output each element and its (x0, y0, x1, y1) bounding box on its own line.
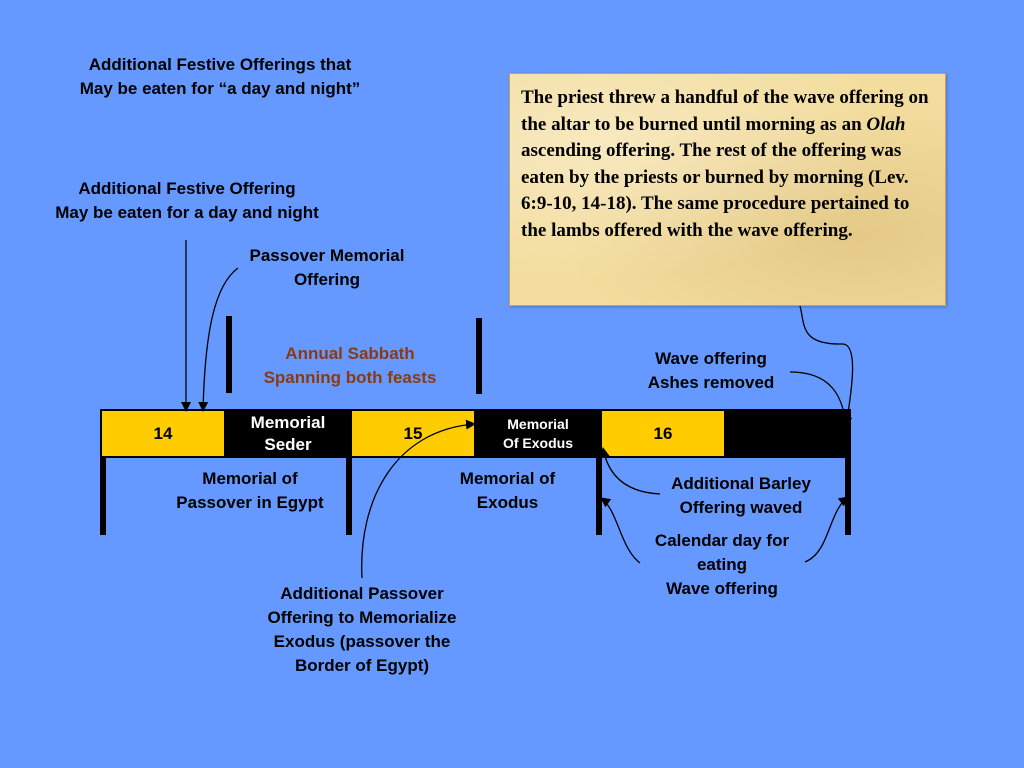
sabbath-left-bar (226, 316, 232, 393)
day-15-label: 15 (403, 423, 423, 443)
day-16-cell: 16 (600, 409, 726, 458)
day-14-label: 14 (153, 423, 173, 443)
additional-barley-label: Additional Barley Offering waved (671, 474, 811, 517)
memorial-seder-label: Memorial Seder (250, 412, 326, 454)
sabbath-right-bar (476, 318, 482, 394)
wave-offering-arrow (789, 371, 851, 427)
note-text-end: ascending offering. The rest of the offe… (521, 140, 910, 241)
calendar-day-label: Calendar day for eating Wave offering (654, 531, 790, 598)
note-text-olah: Olah (866, 113, 906, 135)
day-16-label: 16 (653, 423, 673, 443)
calendar-day-left-arrow (600, 497, 641, 564)
passover-memorial-offering-label: Passover Memorial Offering (249, 246, 405, 289)
passover-memorial-arrow (198, 267, 239, 412)
festive-offering-label: Additional Festive Offering May be eaten… (55, 179, 319, 222)
annual-sabbath-label: Annual Sabbath Spanning both feasts (263, 344, 437, 387)
divider-bar-3 (596, 458, 602, 535)
wave-offering-ashes-label: Wave offering Ashes removed (647, 349, 775, 392)
priest-note-box: The priest threw a handful of the wave o… (509, 73, 946, 306)
divider-bar-2 (346, 458, 352, 535)
memorial-seder-cell: Memorial Seder (225, 409, 351, 458)
barley-offering-arrow (599, 447, 661, 495)
memorial-exodus-label: Memorial of Exodus (459, 469, 556, 512)
note-text-start: The priest threw a handful of the wave o… (521, 87, 929, 135)
festive-offerings-day-night-label: Additional Festive Offerings that May be… (79, 55, 361, 98)
note-to-ashes-arrow (799, 305, 854, 427)
additional-passover-arrow (361, 419, 476, 579)
day-14-cell: 14 (100, 409, 226, 458)
additional-passover-label: Additional Passover Offering to Memorial… (267, 584, 457, 675)
night-16-cell (725, 409, 851, 458)
divider-bar-1 (100, 458, 106, 535)
memorial-passover-egypt-label: Memorial of Passover in Egypt (176, 469, 324, 512)
calendar-day-right-arrow (804, 496, 849, 563)
memorial-of-exodus-cell: Memorial Of Exodus (475, 409, 601, 458)
memorial-of-exodus-label: Memorial Of Exodus (502, 415, 573, 451)
